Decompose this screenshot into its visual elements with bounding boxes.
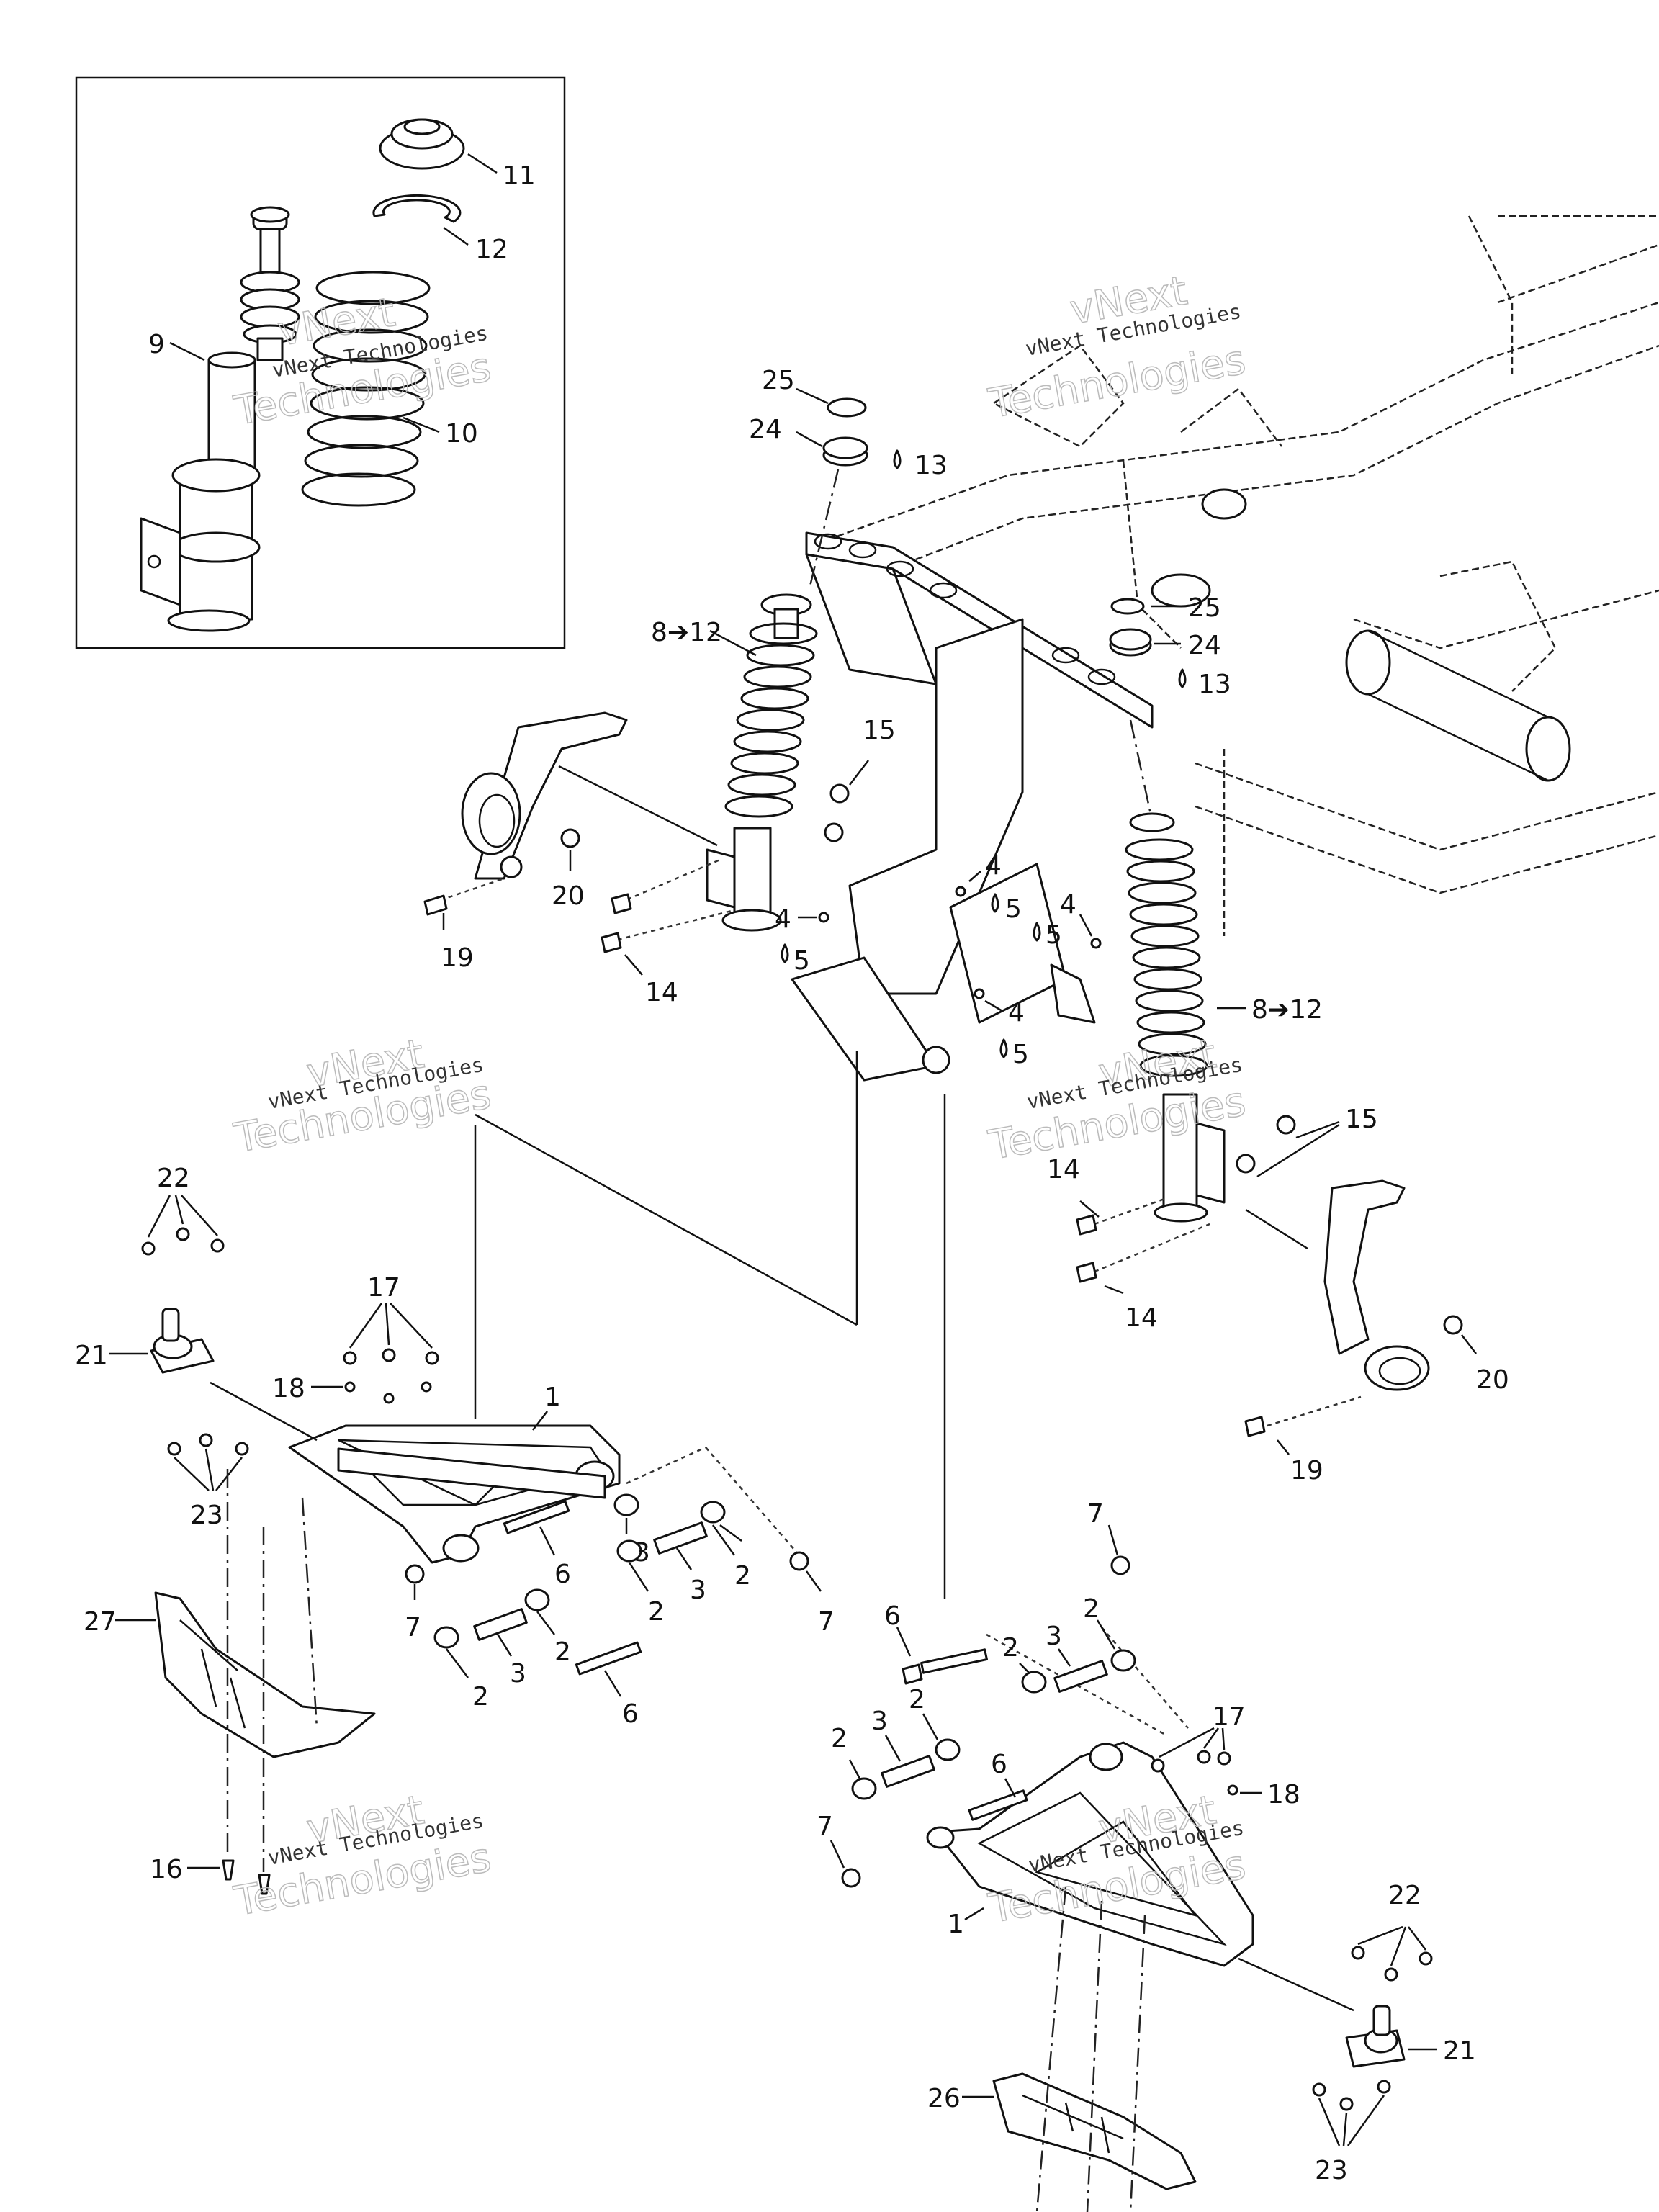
callout-19-left: 19	[441, 943, 474, 973]
callout-22-left: 22	[157, 1164, 190, 1193]
callout-23-left: 23	[190, 1501, 223, 1530]
callout-6-rb: 6	[991, 1750, 1007, 1779]
callout-20-left: 20	[552, 881, 585, 911]
coil-spring-part-10	[301, 271, 431, 507]
callout-12: 12	[475, 235, 508, 264]
callout-15-right: 15	[1345, 1105, 1378, 1134]
callout-2-lc: 2	[554, 1637, 571, 1667]
callout-3-lc: 3	[634, 1538, 650, 1568]
callout-14-right-lower: 14	[1125, 1303, 1158, 1333]
callout-5-d: 5	[1012, 1040, 1029, 1069]
callout-27: 27	[84, 1607, 117, 1637]
left-shock-fasteners: 14 15	[601, 716, 896, 1007]
callout-13-right: 13	[1198, 670, 1231, 699]
grease-fittings: 4 5 4 5 4 5 4 5	[775, 851, 1102, 1069]
callout-7-rb: 7	[817, 1812, 833, 1841]
right-skid-plate: 26	[927, 1886, 1197, 2212]
callout-10: 10	[445, 419, 478, 449]
right-lower-control-arm: 1	[926, 1741, 1354, 2012]
callout-18-left: 18	[272, 1374, 305, 1403]
left-shock-top-hardware: 25 24 13	[749, 366, 948, 480]
right-steering-knuckle: 20 19	[1244, 1179, 1509, 1485]
callout-25-left: 25	[762, 366, 795, 395]
callout-1-right: 1	[948, 1910, 964, 1939]
shock-absorber-part-9	[140, 206, 300, 632]
callout-5-c: 5	[1046, 920, 1062, 950]
left-steering-knuckle: 19 20	[423, 711, 718, 973]
watermark-bottom-left: vNext vNext Technologies Technologies	[230, 1786, 495, 1926]
callout-7-ra: 7	[1087, 1499, 1104, 1529]
watermark-top-left: vNext vNext Technologies Technologies	[230, 289, 495, 436]
callout-2-lb: 2	[648, 1597, 665, 1627]
callout-2-rd: 2	[909, 1685, 925, 1714]
right-ball-joint: 17 18 21 22 23	[1151, 1702, 1476, 2185]
callout-4-b: 4	[985, 851, 1002, 881]
left-arm-hardware: 2 3 2 7 6 7 2 3 2 6 3	[405, 1446, 835, 1729]
left-skid-plate: 27 16	[84, 1469, 376, 1895]
watermark-top-right: vNext vNext Technologies Technologies	[984, 267, 1249, 428]
callout-6-la: 6	[554, 1560, 571, 1589]
left-ball-joint: 22 21 23 17 18	[75, 1164, 439, 1530]
callout-21-right: 21	[1443, 2036, 1476, 2066]
callout-5-a: 5	[793, 946, 810, 976]
callout-3-lb: 3	[510, 1659, 526, 1689]
callout-19-right: 19	[1290, 1456, 1323, 1485]
callout-14-right-upper: 14	[1047, 1155, 1080, 1184]
callout-15-left: 15	[863, 716, 896, 745]
retainer-clip-part-12	[372, 194, 462, 223]
callout-2-ld: 2	[472, 1682, 489, 1712]
callout-14-left: 14	[645, 978, 678, 1007]
shock-detail-inset: 11 12 9 10	[75, 76, 566, 649]
callout-8-to-12-left: 8➔12	[651, 618, 722, 647]
callout-20-right: 20	[1476, 1365, 1509, 1395]
callout-16: 16	[150, 1855, 183, 1884]
callout-17-left: 17	[367, 1273, 400, 1303]
left-lower-control-arm: 1	[288, 1382, 621, 1564]
callout-4-d: 4	[1008, 998, 1025, 1028]
callout-2-la: 2	[734, 1561, 751, 1591]
callout-13-left: 13	[914, 451, 948, 480]
callout-11: 11	[503, 161, 536, 191]
callout-24-right: 24	[1188, 631, 1221, 660]
callout-4-a: 4	[775, 904, 791, 934]
vehicle-frame	[806, 215, 1659, 936]
right-shock-fasteners: 14 14 15	[1047, 1105, 1378, 1333]
svg-text:Technologies: Technologies	[985, 336, 1249, 428]
callout-3-rb: 3	[871, 1707, 888, 1736]
callout-7-lb: 7	[405, 1613, 421, 1642]
callout-22-right: 22	[1388, 1881, 1421, 1910]
callout-2-rc: 2	[831, 1724, 848, 1753]
spring-seat-part-11	[379, 118, 465, 170]
callout-2-rb: 2	[1083, 1594, 1100, 1624]
callout-8-to-12-right: 8➔12	[1251, 995, 1323, 1025]
callout-18-right: 18	[1267, 1780, 1300, 1809]
callout-21-left: 21	[75, 1341, 108, 1370]
callout-24-left: 24	[749, 415, 782, 444]
callout-1-left: 1	[544, 1382, 561, 1412]
callout-4-c: 4	[1060, 890, 1076, 920]
callout-17-right: 17	[1213, 1702, 1246, 1732]
callout-5-b: 5	[1005, 894, 1022, 924]
left-shock-coil	[724, 622, 818, 818]
right-arm-hardware: 6 2 3 2 7 2 3 2 6 7	[817, 1499, 1189, 1888]
callout-6-lb: 6	[622, 1699, 639, 1729]
front-crossmember	[791, 531, 1154, 1082]
callout-6-ra: 6	[884, 1601, 901, 1631]
right-shock-assembly: 8➔12	[1125, 719, 1323, 1223]
callout-23-right: 23	[1315, 2156, 1348, 2185]
callout-25-right: 25	[1188, 593, 1221, 623]
left-shock-assembly: 8➔12	[651, 469, 840, 932]
callout-9: 9	[148, 330, 165, 359]
callout-3-la: 3	[690, 1575, 706, 1605]
callout-2-ra: 2	[1002, 1633, 1019, 1663]
right-shock-top-hardware: 25 24 13	[1109, 593, 1231, 699]
callout-26: 26	[927, 2084, 961, 2113]
callout-7-la: 7	[818, 1607, 835, 1637]
watermark-mid-left: vNext vNext Technologies Technologies	[230, 1030, 495, 1163]
callout-3-ra: 3	[1046, 1622, 1062, 1651]
right-shock-coil	[1125, 838, 1208, 1077]
